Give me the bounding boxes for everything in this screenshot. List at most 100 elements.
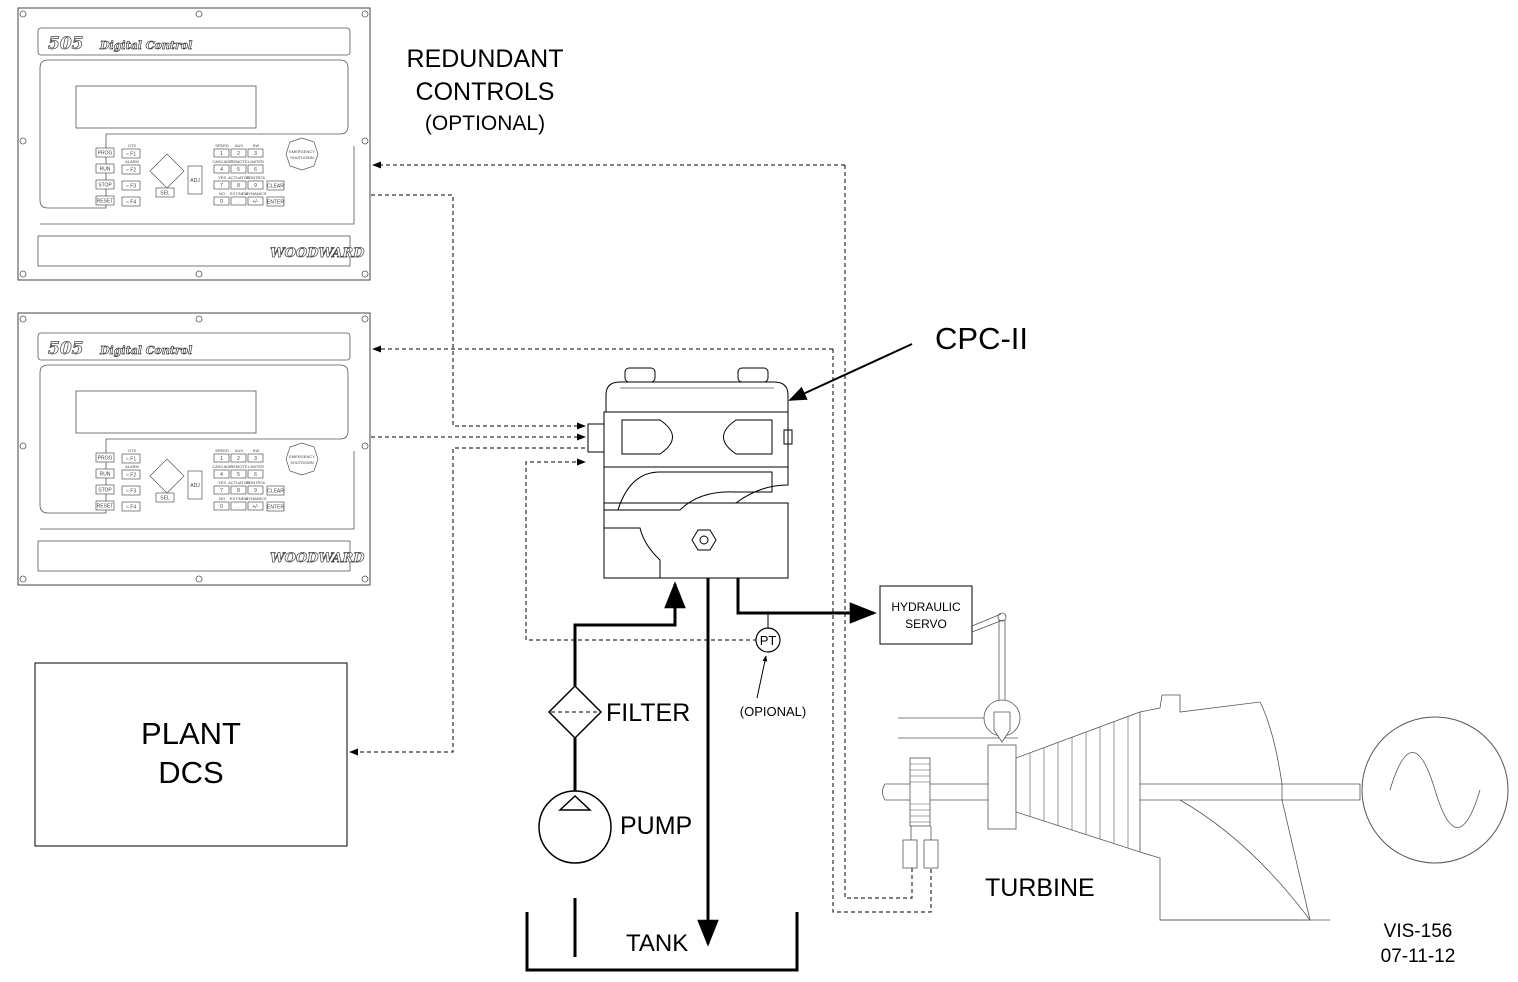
controller-2-key-sel[interactable]: [155, 492, 175, 503]
controller-1-key-enter[interactable]: [266, 196, 285, 207]
controller-1-key-num-1-1[interactable]: [230, 164, 247, 174]
turbine-drawing: [882, 694, 1509, 921]
controller-1-adj-key[interactable]: [187, 165, 203, 195]
controller-2-emergency-line-1: EMERGENCY: [289, 454, 315, 459]
cpc-label: CPC-II: [935, 321, 1028, 356]
redundant-line-3: (OPTIONAL): [425, 112, 545, 135]
demand-line-controller-1: [371, 194, 586, 430]
controller-2: 505 Digital Control WOODWARD PROGRUNSTOP…: [17, 312, 371, 586]
controller-2-key-num-3-0[interactable]: [213, 501, 230, 511]
tank-symbol: [525, 912, 799, 972]
pump-label: PUMP: [620, 812, 692, 840]
controller-1-key-num-3-1-label: .: [238, 199, 239, 205]
tank-label: TANK: [626, 930, 688, 957]
redundant-controls-label: REDUNDANT CONTROLS (OPTIONAL): [407, 45, 564, 135]
controller-2-key-f3[interactable]: [121, 485, 141, 496]
controller-1-adj-label: ADJ: [190, 178, 200, 184]
controller-2-key-f2[interactable]: [121, 469, 141, 480]
controller-2-key-num-0-1[interactable]: [230, 453, 247, 463]
controller-1-key-num-3-2[interactable]: [247, 196, 264, 206]
controller-1-model: 505: [48, 34, 84, 54]
controller-1-key-num-0-1[interactable]: [230, 148, 247, 158]
cpc-unit: [587, 367, 793, 579]
controller-1-brand: WOODWARD: [270, 246, 365, 261]
controller-1-key-stop[interactable]: [95, 179, 115, 190]
controller-2-key-num-1-1[interactable]: [230, 469, 247, 479]
controller-1-key-num-3-1[interactable]: [230, 196, 247, 206]
controller-2-key-num-0-0[interactable]: [213, 453, 230, 463]
signal-lines: [349, 161, 932, 913]
controller-1-key-f2[interactable]: [121, 164, 141, 175]
controller-2-key-enter-label: ENTER: [267, 505, 284, 511]
drawing-id: VIS-156: [1384, 921, 1453, 942]
controller-2-key-num-1-0[interactable]: [213, 469, 230, 479]
controller-1-key-num-0-2[interactable]: [247, 148, 264, 158]
controller-2-adj-label: ADJ: [190, 483, 200, 489]
plant-dcs-line-2: DCS: [158, 755, 223, 790]
controller-1-emergency-line-2: SHUTDOWN: [290, 155, 314, 160]
controller-1-num-caption-2-0: YES: [218, 175, 226, 180]
controller-2-key-enter[interactable]: [266, 501, 285, 512]
controller-2-num-caption-0-2: KW: [253, 448, 260, 453]
controller-1-key-num-1-0[interactable]: [213, 164, 230, 174]
controller-2-key-num-3-2[interactable]: [247, 501, 264, 511]
controller-1-key-num-1-2[interactable]: [247, 164, 264, 174]
controller-1-key-num-2-2[interactable]: [247, 180, 264, 190]
controller-1-key-f1[interactable]: [121, 148, 141, 159]
plant-dcs-line-1: PLANT: [141, 716, 241, 751]
controller-2-num-caption-3-2: DYNAMICS: [245, 496, 266, 501]
controller-2-emergency-shutdown-button[interactable]: [285, 442, 319, 476]
controller-1-key-reset[interactable]: [95, 195, 115, 206]
controller-1-f-caption-2: ALARM: [125, 159, 139, 164]
controller-1-key-prog[interactable]: [95, 147, 115, 158]
controller-2-key-stop[interactable]: [95, 484, 115, 495]
controller-1-key-clear[interactable]: [266, 180, 285, 191]
controller-1-key-num-3-0[interactable]: [213, 196, 230, 206]
controller-1-key-run-label: RUN: [100, 167, 111, 173]
controller-1-key-prog-label: PROG: [98, 151, 113, 157]
servo-line-2: SERVO: [905, 617, 947, 631]
controller-2-key-num-3-1[interactable]: [230, 501, 247, 511]
controller-1-key-clear-label: CLEAR: [267, 184, 284, 190]
controller-1-emergency-shutdown-button[interactable]: [285, 137, 319, 171]
controller-1-num-caption-0-1: AUX: [235, 143, 244, 148]
controller-1-key-run[interactable]: [95, 163, 115, 174]
controller-2-key-num-1-2-label: 6: [254, 472, 257, 478]
controller-2-adj-key[interactable]: [187, 470, 203, 500]
controller-2-key-num-0-2[interactable]: [247, 453, 264, 463]
controller-1-key-num-2-2-label: 9: [254, 183, 257, 189]
controller-2-key-num-2-0[interactable]: [213, 485, 230, 495]
controller-2-key-f1[interactable]: [121, 453, 141, 464]
controller-2-num-caption-1-0: CASCADE: [212, 464, 232, 469]
controller-2-key-num-1-2[interactable]: [247, 469, 264, 479]
controller-2-key-clear[interactable]: [266, 485, 285, 496]
controller-1-key-f3[interactable]: [121, 180, 141, 191]
controller-2-key-run[interactable]: [95, 468, 115, 479]
controller-2-num-caption-0-0: SPEED: [215, 448, 229, 453]
controller-1-num-caption-1-0: CASCADE: [212, 159, 232, 164]
controller-2-num-caption-0-1: AUX: [235, 448, 244, 453]
controller-1-emergency-line-1: EMERGENCY: [289, 149, 315, 154]
pressure-transducer: PT: [755, 627, 781, 653]
controller-1-key-num-1-1-label: 5: [237, 167, 240, 173]
controller-2-key-f4[interactable]: [121, 501, 141, 512]
controller-1-key-num-0-2-label: 3: [254, 151, 257, 157]
controller-2-key-prog-label: PROG: [98, 456, 113, 462]
controller-1: 505 Digital Control WOODWARD PROGRUNSTOP…: [17, 7, 371, 281]
controller-1-key-num-2-1[interactable]: [230, 180, 247, 190]
controller-2-key-reset[interactable]: [95, 500, 115, 511]
controller-2-key-prog[interactable]: [95, 452, 115, 463]
controller-1-key-f4[interactable]: [121, 196, 141, 207]
controller-1-key-num-0-0[interactable]: [213, 148, 230, 158]
controller-2-key-num-2-1[interactable]: [230, 485, 247, 495]
controller-1-num-caption-1-2: LIMITER: [248, 159, 264, 164]
controller-2-key-num-3-2-label: +/-: [253, 504, 259, 510]
controller-1-key-sel[interactable]: [155, 187, 175, 198]
controller-2-key-num-2-2[interactable]: [247, 485, 264, 495]
speed-signal-line-2: [832, 349, 932, 913]
hydraulic-servo: HYDRAULIC SERVO: [879, 585, 1007, 700]
controller-2-key-stop-label: STOP: [98, 488, 112, 494]
controller-1-key-num-2-0[interactable]: [213, 180, 230, 190]
